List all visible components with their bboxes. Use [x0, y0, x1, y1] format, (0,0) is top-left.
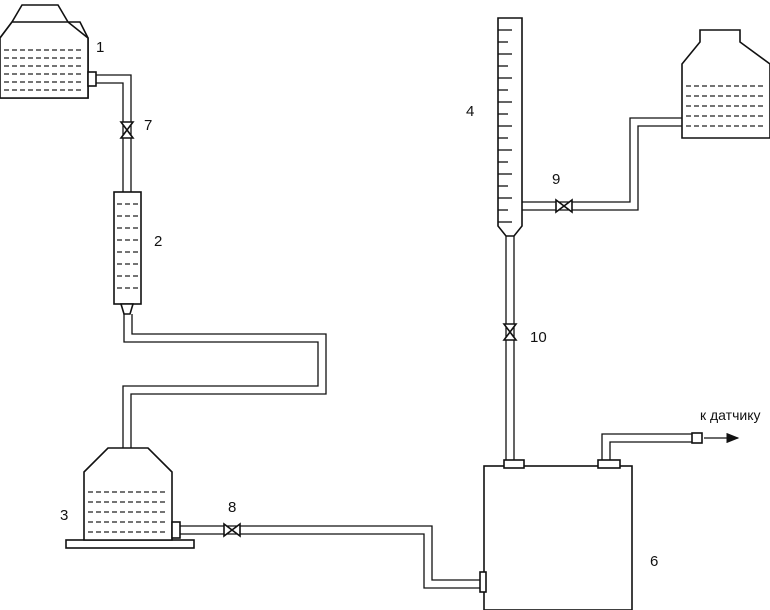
- label-valve-8: 8: [228, 499, 236, 516]
- vessel-3: [65, 447, 195, 549]
- label-block-6: 6: [650, 553, 658, 570]
- vessel-1: [0, 4, 97, 99]
- label-valve-10: 10: [530, 329, 547, 346]
- valve-9: [555, 198, 573, 214]
- label-vessel-3: 3: [60, 507, 68, 524]
- block-6: [479, 459, 633, 610]
- burette-4: [497, 17, 523, 237]
- label-valve-9: 9: [552, 171, 560, 188]
- label-valve-7: 7: [144, 117, 152, 134]
- pipe-column2-vessel3: [122, 314, 327, 448]
- column-2: [113, 191, 142, 315]
- label-column-2: 2: [154, 233, 162, 250]
- valve-10: [502, 323, 518, 341]
- pipe-burette-block6: [505, 236, 515, 460]
- pipe-vessel3-block6: [180, 525, 484, 589]
- label-burette-4: 4: [466, 103, 474, 120]
- valve-7: [119, 121, 135, 139]
- label-sensor-output: к датчику: [700, 407, 760, 423]
- valve-8: [223, 522, 241, 538]
- pipe-to-sensor: [601, 432, 740, 460]
- label-vessel-1: 1: [96, 39, 104, 56]
- pipe-vessel-burette: [522, 117, 682, 211]
- vessel-top-right: [681, 29, 770, 139]
- pipe-vessel1-column2: [96, 74, 132, 192]
